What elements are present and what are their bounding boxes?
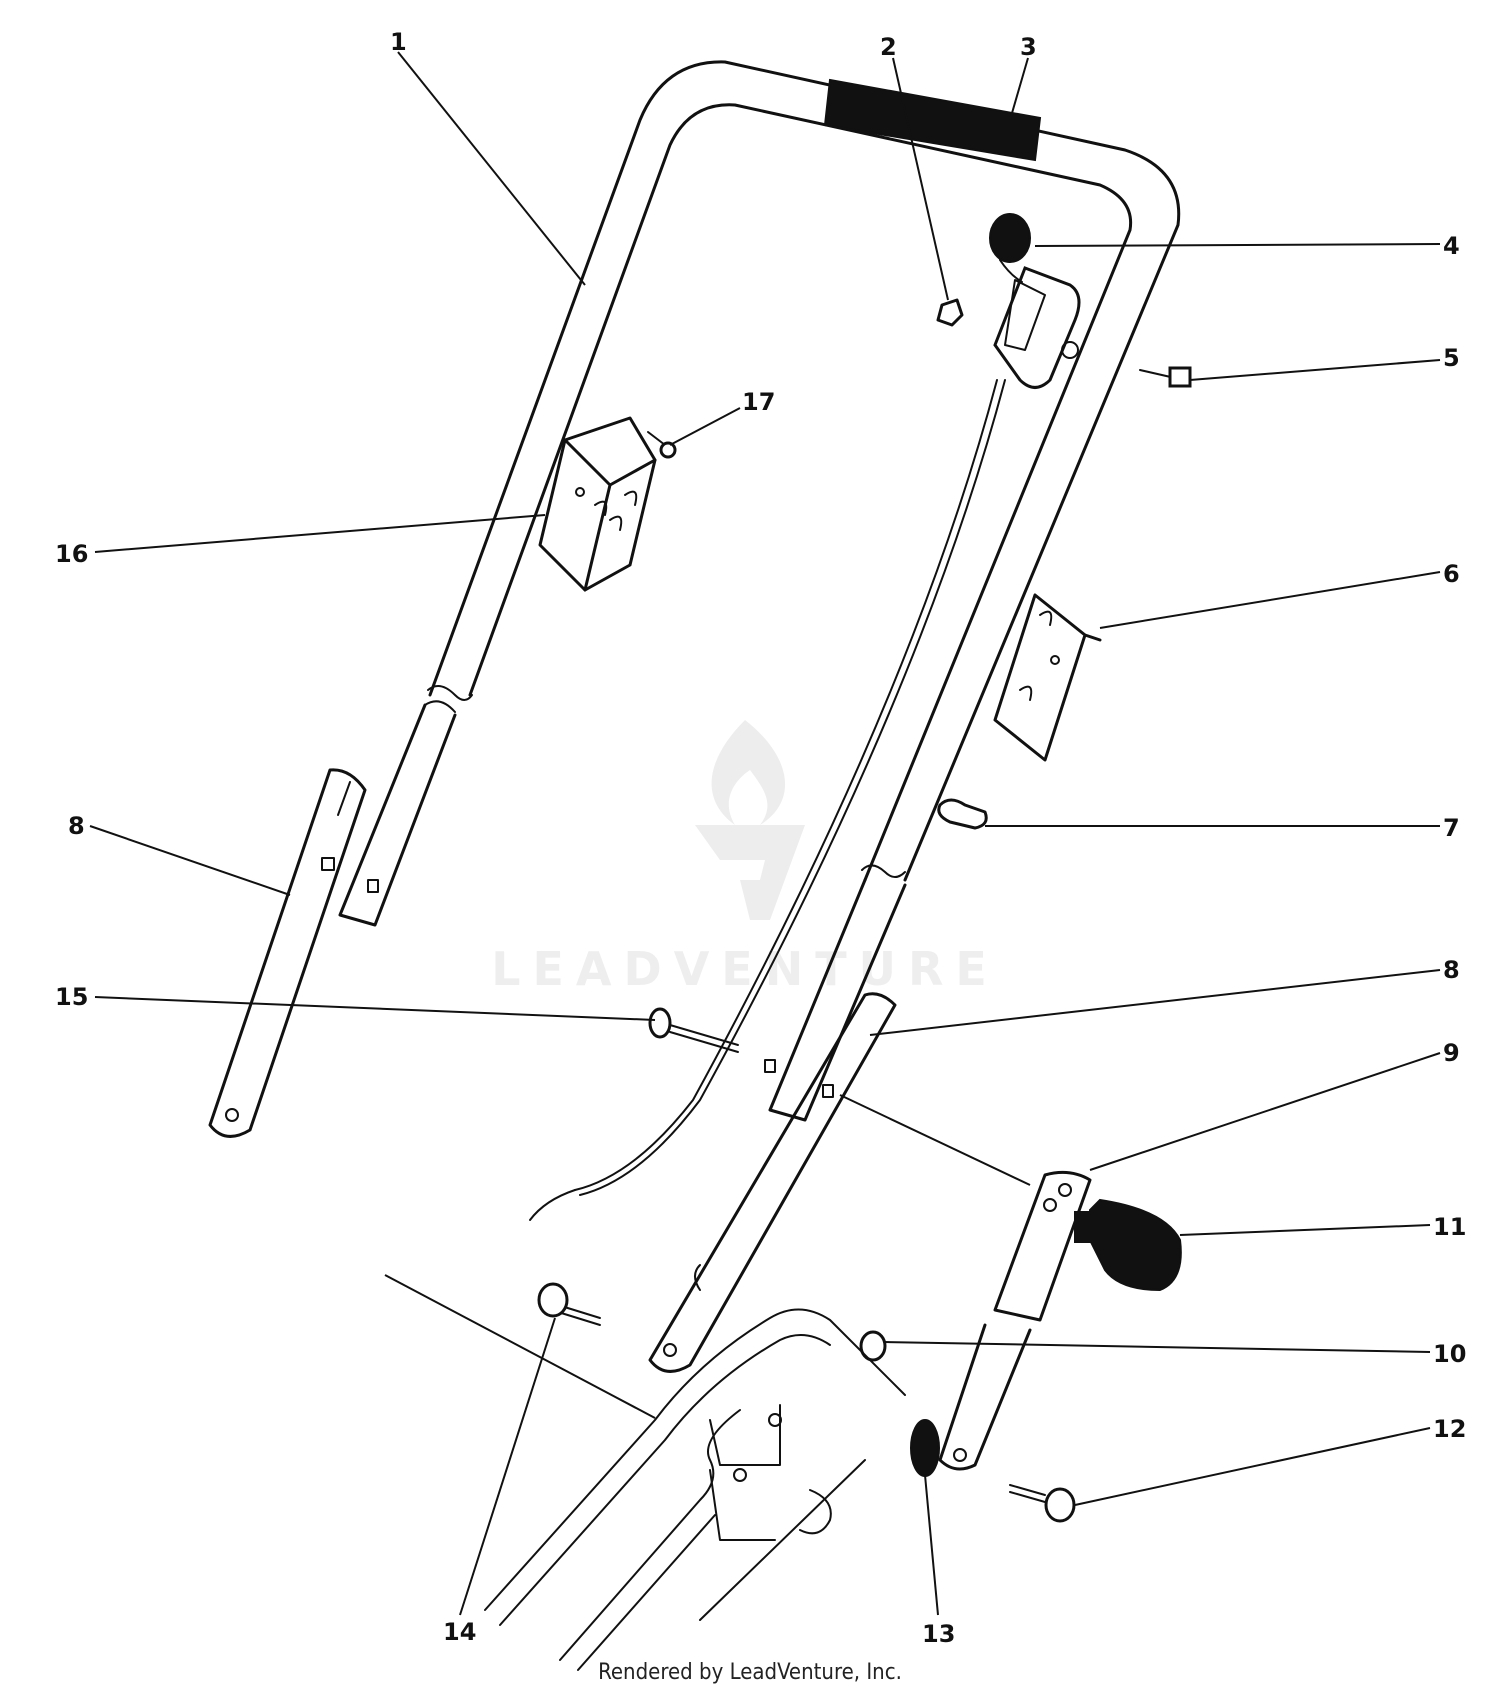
bracket-6 [993, 593, 1102, 762]
footer-credit: Rendered by LeadVenture, Inc. [598, 1660, 902, 1685]
height-bracket-9 [938, 1170, 1182, 1471]
mower-deck [484, 1308, 906, 1671]
callout-8-left: 8 [68, 812, 85, 840]
lower-handle-right [648, 878, 907, 1373]
callout-13: 13 [922, 1620, 955, 1648]
callout-6: 6 [1443, 560, 1460, 588]
control-assembly [529, 213, 1081, 1221]
hardware [537, 298, 1192, 1523]
callout-15: 15 [55, 983, 88, 1011]
callout-1: 1 [390, 28, 407, 56]
lower-handle-left [208, 700, 457, 1138]
callout-10: 10 [1433, 1340, 1466, 1368]
callout-labels: 1 2 3 4 5 17 16 6 8 7 8 15 9 11 10 12 14… [55, 28, 1466, 1648]
callout-2: 2 [880, 33, 897, 61]
callout-3: 3 [1020, 33, 1037, 61]
callout-14: 14 [443, 1618, 476, 1646]
watermark-text: LEADVENTURE [491, 942, 999, 996]
leader-lines [89, 51, 1441, 1616]
callout-8-right: 8 [1443, 956, 1460, 984]
watermark: LEADVENTURE [491, 720, 999, 996]
callout-11: 11 [1433, 1213, 1466, 1241]
callout-7: 7 [1443, 814, 1460, 842]
callout-16: 16 [55, 540, 88, 568]
callout-9: 9 [1443, 1039, 1460, 1067]
callout-4: 4 [1443, 232, 1460, 260]
callout-12: 12 [1433, 1415, 1466, 1443]
upper-handle [427, 60, 1181, 882]
bracket-16 [538, 416, 657, 592]
leadventure-flame-logo-icon [695, 720, 805, 920]
callout-5: 5 [1443, 344, 1460, 372]
callout-17: 17 [742, 388, 775, 416]
